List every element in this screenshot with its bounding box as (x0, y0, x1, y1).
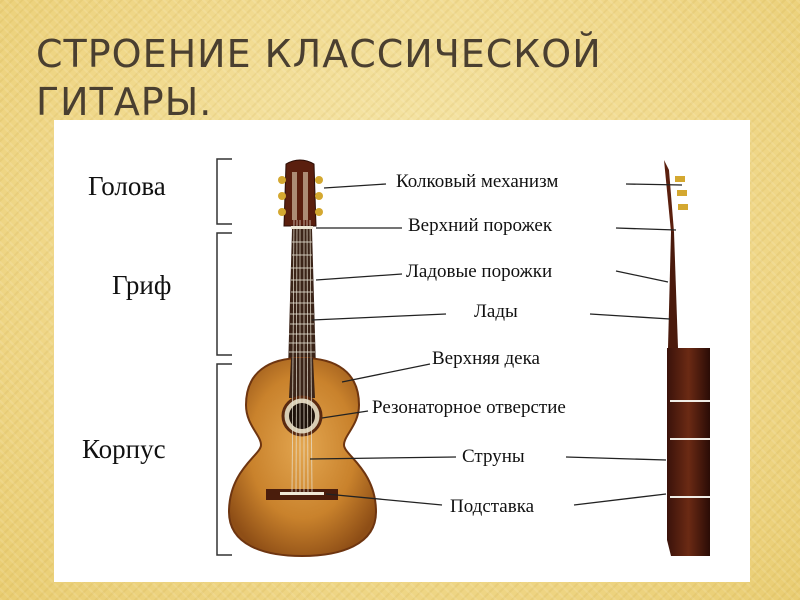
bracket-body (216, 363, 232, 556)
nut (291, 226, 313, 229)
group-label-neck: Гриф (112, 270, 171, 300)
label-nut: Верхний порожек (408, 215, 553, 236)
leader-lines (309, 183, 683, 506)
headstock (283, 159, 317, 227)
neck (288, 229, 316, 370)
label-frets: Ладовые порожки (406, 261, 552, 282)
side-headstock (664, 160, 674, 232)
group-label-body: Корпус (82, 434, 166, 464)
group-brackets (216, 158, 232, 556)
label-soundhole: Резонаторное отверстие (372, 397, 566, 418)
slide-title: Строение классической гитары. (36, 32, 602, 124)
label-fret-spaces: Лады (474, 301, 518, 322)
strings (291, 219, 313, 493)
label-strings: Струны (462, 446, 525, 467)
group-label-head: Голова (88, 171, 166, 201)
guitar-diagram: Голова Гриф Корпус (82, 158, 710, 558)
guitar-body (227, 356, 378, 558)
side-neck (668, 232, 678, 348)
diagram-panel: Голова Гриф Корпус (54, 120, 750, 582)
label-bridge: Подставка (450, 496, 535, 517)
label-tuning-machine: Колковый механизм (396, 171, 558, 192)
bracket-head (216, 158, 232, 225)
guitar-side (664, 160, 710, 556)
tuning-pegs (278, 176, 323, 216)
side-body (667, 348, 710, 556)
guitar-front (227, 159, 378, 558)
label-soundboard: Верхняя дека (432, 348, 541, 369)
bracket-neck (216, 232, 232, 356)
